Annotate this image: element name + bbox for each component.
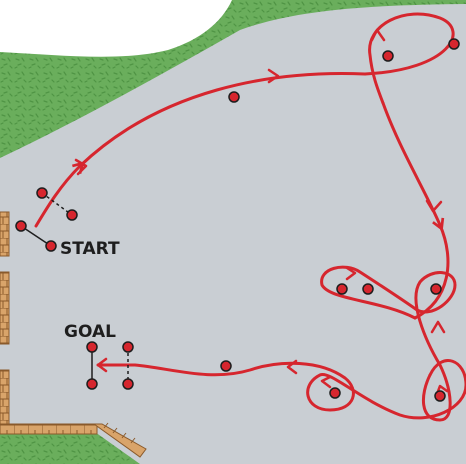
- route-segment-1: [34, 72, 367, 228]
- brick-wall-bottom: [0, 423, 98, 435]
- cone: [66, 209, 78, 221]
- cones: [15, 38, 460, 402]
- arrow-icon-2: [267, 68, 280, 84]
- cone: [434, 390, 446, 402]
- cone: [86, 341, 98, 353]
- route-segment-2: [363, 12, 455, 105]
- paved-ground: [0, 4, 466, 464]
- arrow-icon-4: [425, 199, 443, 213]
- cone: [228, 91, 240, 103]
- goal-gate: [91, 347, 129, 384]
- brick-wall-1: [0, 211, 10, 257]
- arrow-icon-5: [345, 266, 357, 281]
- cone: [329, 387, 341, 399]
- cone: [220, 360, 232, 372]
- route-segment-5: [96, 359, 466, 420]
- cone: [36, 187, 48, 199]
- cone: [382, 50, 394, 62]
- cone: [336, 283, 348, 295]
- brick-wall-2: [0, 271, 10, 345]
- start-label: START: [60, 239, 120, 259]
- cone: [430, 283, 442, 295]
- arrow-icon-9: [286, 359, 298, 375]
- arrow-icon-6: [430, 320, 446, 334]
- route-path: [34, 12, 466, 422]
- cone: [448, 38, 460, 50]
- cone: [122, 341, 134, 353]
- route-arrows: [74, 28, 449, 396]
- arrow-icon-1: [74, 158, 88, 176]
- route-segment-4: [320, 265, 457, 422]
- cone: [45, 240, 57, 252]
- arrow-icon-8: [320, 375, 332, 389]
- arrow-icon-10: [96, 357, 108, 373]
- off-map-area: [0, 0, 232, 57]
- cone: [362, 283, 374, 295]
- cone: [86, 378, 98, 390]
- start-gate: [20, 192, 73, 247]
- brick-wall-3: [0, 369, 10, 427]
- arrow-icon-3: [370, 28, 386, 42]
- cone: [122, 378, 134, 390]
- cone: [15, 220, 27, 232]
- goal-label: GOAL: [64, 322, 116, 342]
- brick-wall-diagonal: [92, 423, 147, 458]
- route-segment-3: [381, 101, 450, 320]
